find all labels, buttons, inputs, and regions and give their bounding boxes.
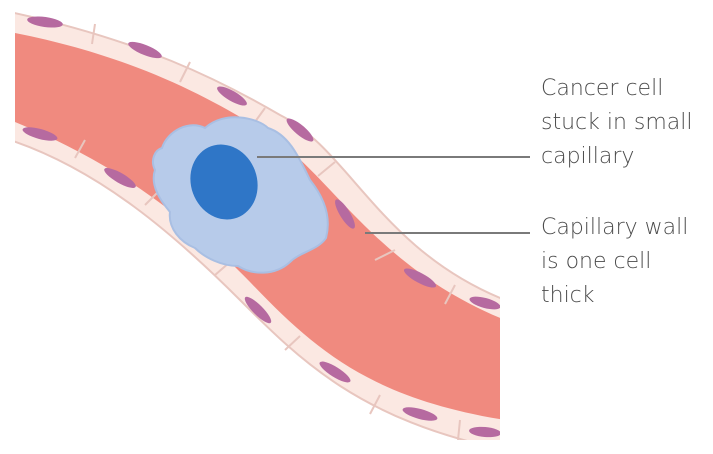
capillary-wall-label: Capillary wall is one cell thick — [541, 211, 711, 313]
cancer-cell-label-line3: capillary — [541, 140, 711, 174]
cancer-cell-label-line1: Cancer cell — [541, 72, 711, 106]
capillary-wall-label-line2: is one cell — [541, 245, 711, 279]
capillary-wall-label-line3: thick — [541, 279, 711, 313]
cancer-cell-label: Cancer cell stuck in small capillary — [541, 72, 711, 174]
capillary-vessel-icon — [10, 12, 505, 450]
cancer-cell-label-line2: stuck in small — [541, 106, 711, 140]
capillary-wall-label-line1: Capillary wall — [541, 211, 711, 245]
